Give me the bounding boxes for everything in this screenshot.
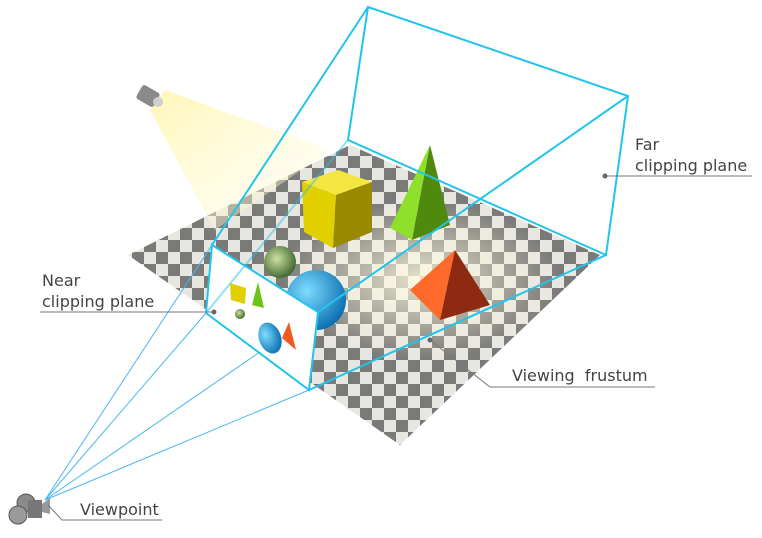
viewpoint-label: Viewpoint — [80, 500, 159, 519]
near-clipping-plane — [204, 243, 320, 392]
melon-sphere — [264, 246, 296, 278]
near-label-line1: Near — [42, 271, 81, 290]
frustum-label: Viewing frustum — [512, 366, 648, 385]
orange-pyramid — [410, 250, 490, 320]
camera-icon — [8, 493, 50, 525]
green-pyramid — [390, 145, 450, 240]
light-source-icon — [136, 85, 163, 107]
frustum-outline — [205, 5, 630, 391]
leader-lines — [40, 175, 752, 521]
far-label-line2: clipping plane — [635, 156, 748, 175]
light-beam — [150, 90, 330, 230]
near-label-line2: clipping plane — [42, 292, 155, 311]
far-label-line1: Far — [635, 135, 660, 154]
